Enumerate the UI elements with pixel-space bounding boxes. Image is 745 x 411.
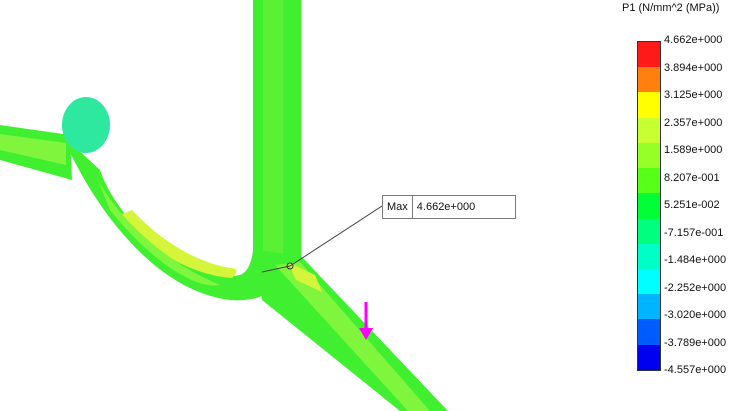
probe-leader-line-2 [261, 265, 291, 273]
diagonal-pipe-highlight [288, 262, 322, 292]
legend-tick-label: -7.157e-001 [664, 226, 724, 239]
legend-tick-label: 1.589e+000 [664, 144, 723, 156]
legend-tick-label: 5.251e-002 [664, 199, 720, 211]
legend-segment [638, 67, 660, 93]
legend-segment [638, 294, 660, 320]
probe-key: Max [383, 196, 413, 218]
legend-color-bar [637, 41, 661, 371]
legend-title: P1 (N/mm^2 (MPa)) [622, 2, 720, 14]
legend-tick-label: -4.557e+000 [664, 364, 727, 376]
legend-segment [638, 168, 660, 194]
legend-segment [638, 344, 660, 370]
legend-segment [638, 92, 660, 118]
u-bend-end-cap [62, 97, 110, 153]
pipe-left-highlight [0, 134, 66, 165]
legend-tick-label: 8.207e-001 [664, 171, 720, 184]
legend-tick-label: 2.357e+000 [664, 116, 723, 129]
vertical-pipe-shade [263, 0, 283, 255]
legend-tick-label: 4.662e+000 [664, 34, 723, 46]
legend-segment [638, 142, 660, 169]
load-arrow-head [359, 328, 373, 340]
legend-tick-label: -3.789e+000 [664, 336, 727, 349]
legend-tick-label: -1.484e+000 [664, 254, 727, 266]
legend-segment [638, 243, 660, 269]
legend-segment [638, 193, 660, 219]
u-bend-highlight [120, 210, 237, 278]
legend-segment [638, 319, 660, 345]
probe-point[interactable] [286, 262, 294, 270]
legend-tick-label: 3.894e+000 [664, 61, 723, 74]
legend-tick-label: -2.252e+000 [664, 281, 727, 294]
legend-tick-label: 3.125e+000 [664, 89, 723, 101]
probe-leader-line [289, 205, 383, 267]
legend-tick-label: -3.020e+000 [664, 309, 727, 321]
diagonal-pipe-light [275, 262, 430, 411]
legend-segment [638, 117, 660, 143]
max-probe-label[interactable]: Max 4.662e+000 [382, 195, 516, 219]
legend-segment [638, 268, 660, 295]
legend-segment [638, 218, 660, 244]
probe-value: 4.662e+000 [416, 201, 476, 213]
legend-segment [638, 42, 660, 68]
